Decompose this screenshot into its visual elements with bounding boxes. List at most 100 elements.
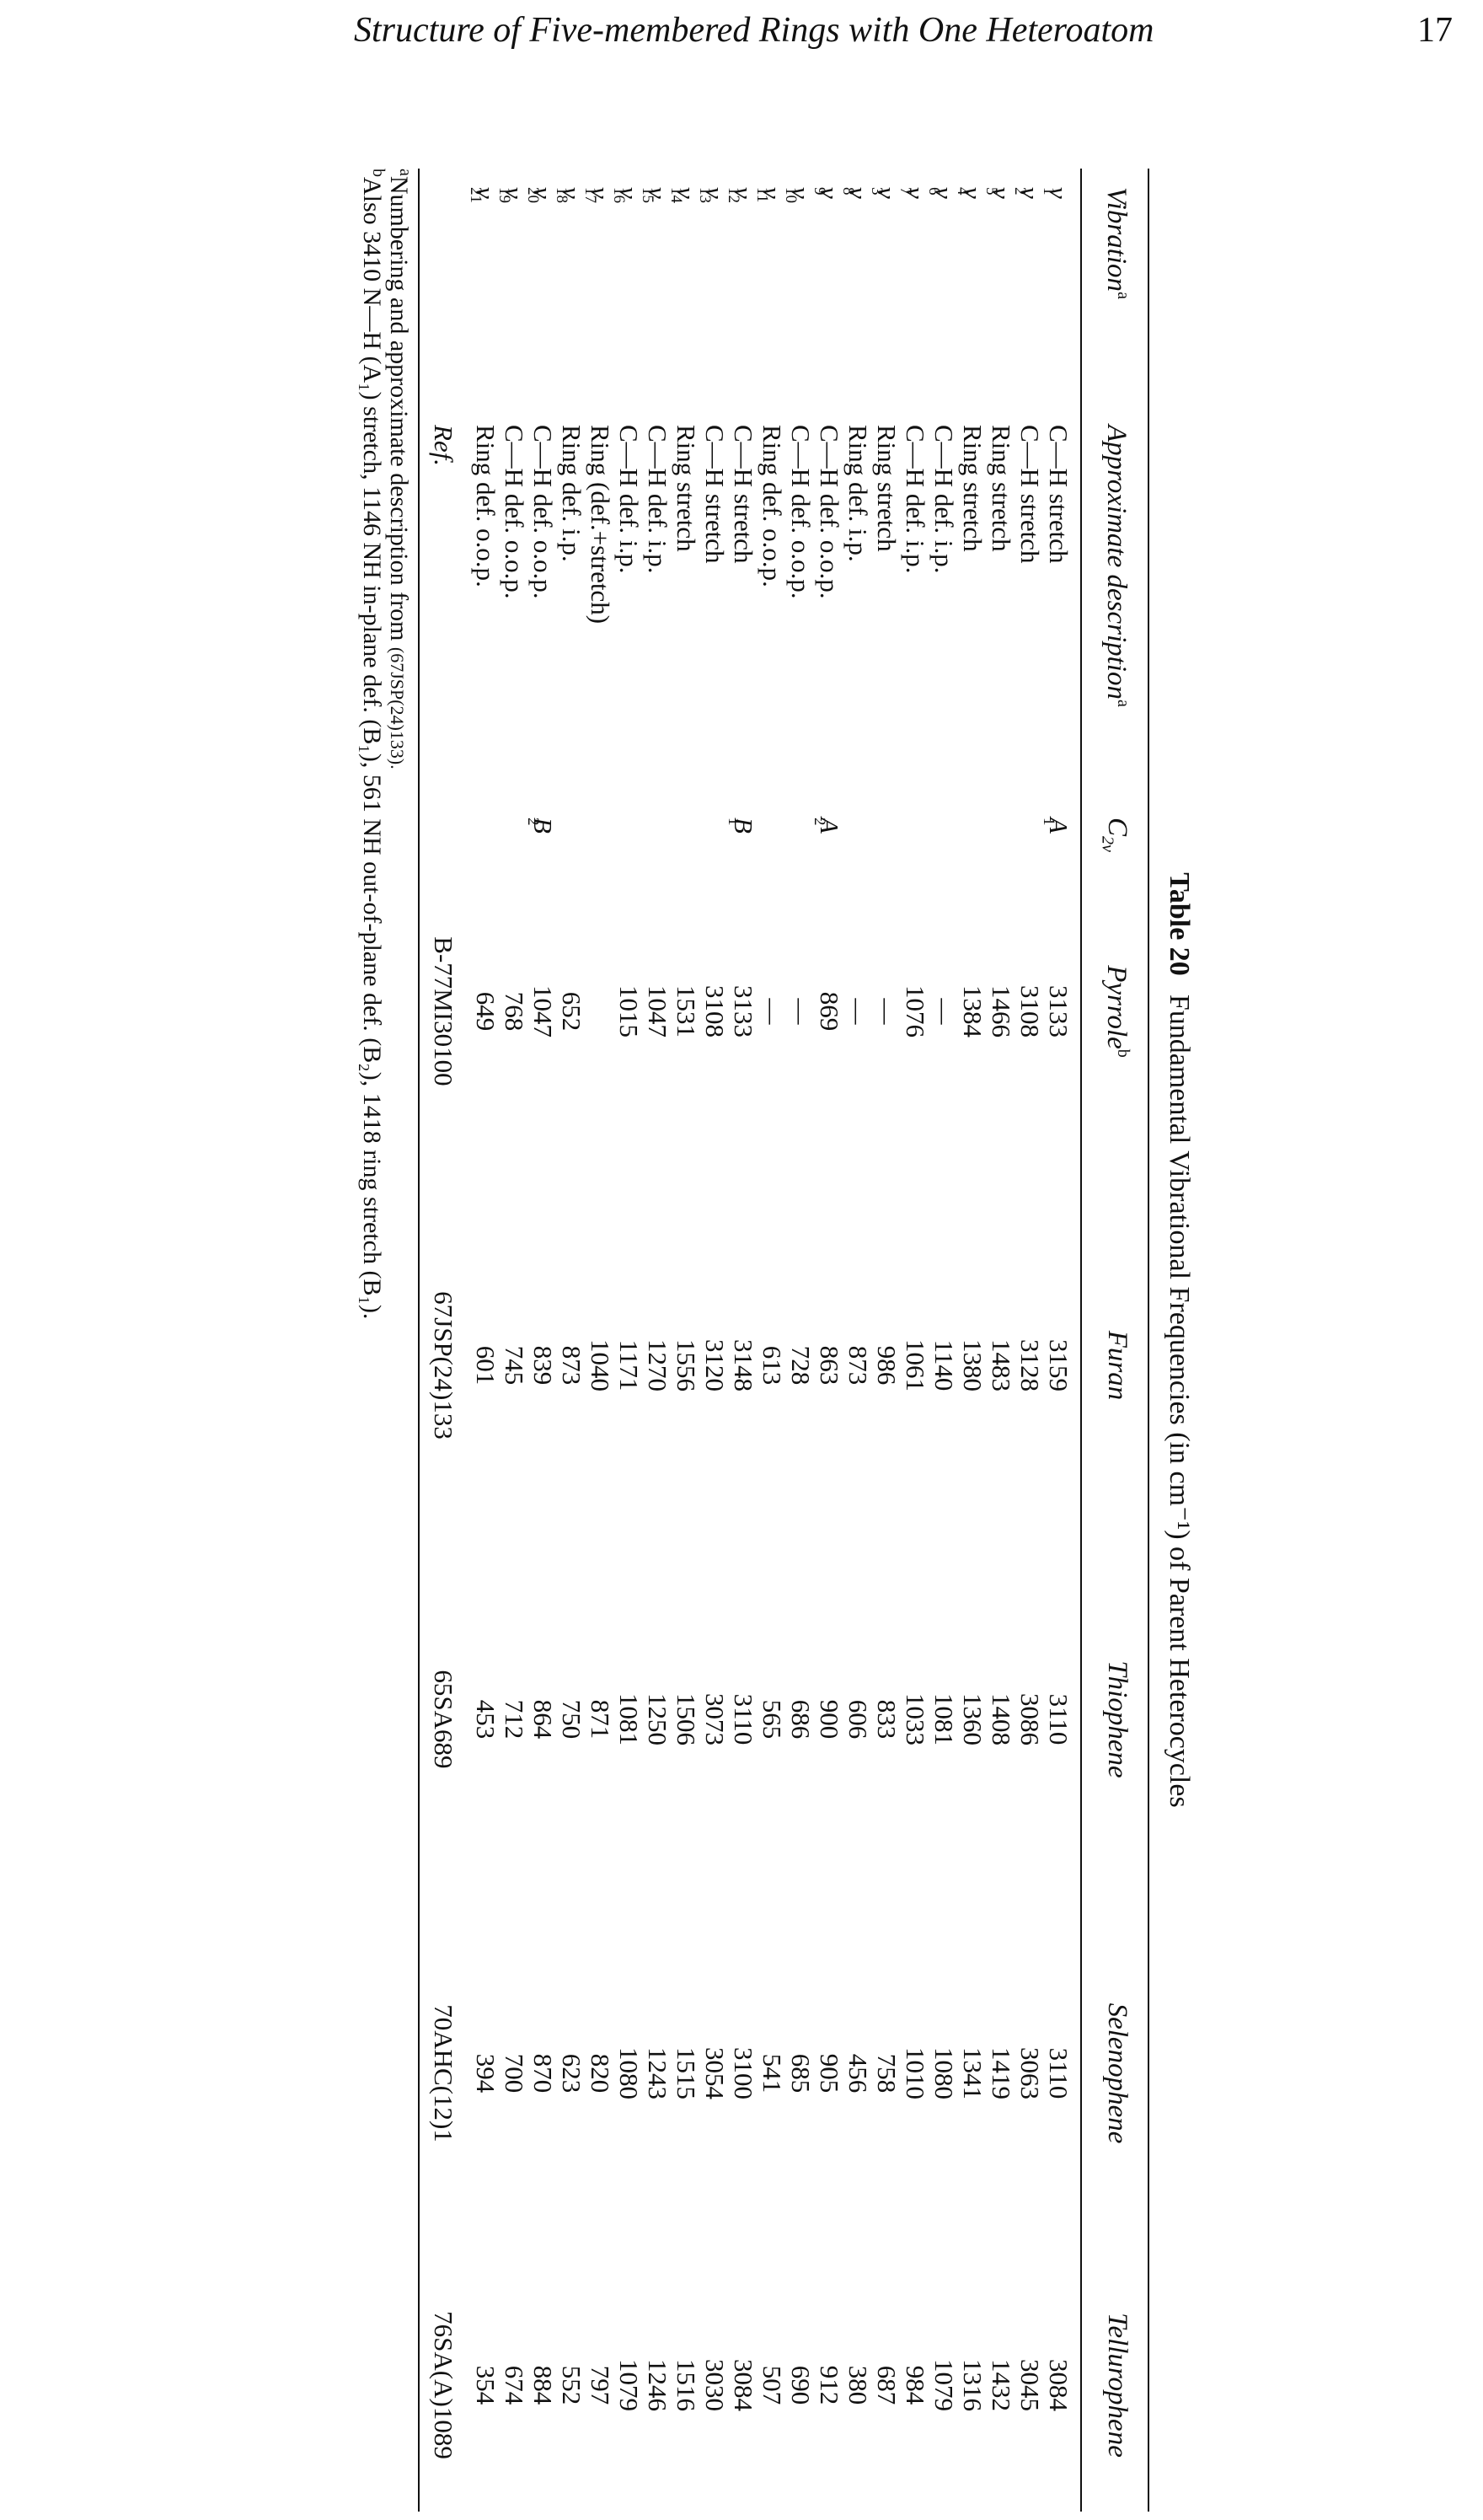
thiophene-cell: 3110 bbox=[729, 1693, 758, 1745]
ref-thiophene: 65SA689 bbox=[429, 1670, 458, 1769]
tellurophene-cell: 1432 bbox=[987, 2359, 1016, 2411]
header-tellurophene: Tellurophene bbox=[1102, 2313, 1132, 2458]
thiophene-cell: 565 bbox=[758, 1699, 787, 1740]
furan-cell: 3148 bbox=[729, 1339, 758, 1391]
description-cell: C—H stretch bbox=[729, 425, 758, 564]
furan-cell: 1483 bbox=[987, 1339, 1016, 1391]
pyrrole-cell: 652 bbox=[557, 991, 586, 1032]
pyrrole-cell: 1076 bbox=[901, 985, 930, 1037]
thiophene-cell: 3073 bbox=[700, 1693, 730, 1745]
tellurophene-cell: 797 bbox=[586, 2365, 615, 2405]
footnote-b: bAlso 3410 N—H (A₁) stretch, 1146 NH in-… bbox=[358, 169, 388, 1320]
page-number: 17 bbox=[1417, 11, 1453, 50]
thiophene-cell: 1081 bbox=[929, 1693, 959, 1745]
description-cell: C—H def. o.o.p. bbox=[500, 425, 529, 599]
furan-cell: 986 bbox=[872, 1345, 902, 1386]
selenophene-cell: 3063 bbox=[1015, 2047, 1045, 2099]
selenophene-cell: 758 bbox=[872, 2053, 902, 2094]
pyrrole-cell: 3133 bbox=[1044, 985, 1073, 1037]
thiophene-cell: 1081 bbox=[614, 1693, 644, 1745]
table-title: Fundamental Vibrational Frequencies (in … bbox=[1164, 994, 1195, 1808]
header-furan: Furan bbox=[1102, 1330, 1132, 1401]
description-cell: C—H def. i.p. bbox=[614, 425, 644, 574]
furan-cell: 613 bbox=[758, 1345, 787, 1386]
pyrrole-cell: — bbox=[929, 998, 959, 1025]
header-vibration: Vibrationa bbox=[1101, 187, 1132, 299]
description-cell: C—H def. i.p. bbox=[643, 425, 672, 574]
table-header-rule bbox=[1080, 169, 1082, 2512]
selenophene-cell: 1341 bbox=[958, 2047, 988, 2099]
furan-cell: 3159 bbox=[1044, 1339, 1073, 1391]
tellurophene-cell: 3084 bbox=[1044, 2359, 1073, 2411]
tellurophene-cell: 984 bbox=[901, 2365, 930, 2405]
table-caption: Table 20Fundamental Vibrational Frequenc… bbox=[1163, 169, 1197, 2512]
furan-cell: 873 bbox=[843, 1345, 873, 1386]
description-cell: C—H def. o.o.p. bbox=[815, 425, 844, 599]
tellurophene-cell: 354 bbox=[471, 2365, 501, 2405]
furan-cell: 1140 bbox=[929, 1339, 959, 1391]
tellurophene-cell: 1516 bbox=[672, 2359, 701, 2411]
thiophene-cell: 864 bbox=[528, 1699, 558, 1740]
furan-cell: 601 bbox=[471, 1345, 501, 1386]
description-cell: C—H def. o.o.p. bbox=[528, 425, 558, 599]
furan-cell: 863 bbox=[815, 1345, 844, 1386]
tellurophene-cell: 3084 bbox=[729, 2359, 758, 2411]
thiophene-cell: 686 bbox=[786, 1699, 816, 1740]
thiophene-cell: 3086 bbox=[1015, 1693, 1045, 1745]
ref-tellurophene: 76SA(A)1089 bbox=[429, 2311, 458, 2459]
selenophene-cell: 1080 bbox=[929, 2047, 959, 2099]
furan-cell: 3128 bbox=[1015, 1339, 1045, 1391]
pyrrole-cell: 1047 bbox=[528, 985, 558, 1037]
pyrrole-cell: 3133 bbox=[729, 985, 758, 1037]
selenophene-cell: 456 bbox=[843, 2053, 873, 2094]
description-cell: Ring stretch bbox=[872, 425, 902, 552]
furan-cell: 728 bbox=[786, 1345, 816, 1386]
description-cell: C—H stretch bbox=[1015, 425, 1045, 564]
tellurophene-cell: 674 bbox=[500, 2365, 529, 2405]
description-cell: C—H stretch bbox=[1044, 425, 1073, 564]
thiophene-cell: 453 bbox=[471, 1699, 501, 1740]
selenophene-cell: 394 bbox=[471, 2053, 501, 2094]
furan-cell: 1556 bbox=[672, 1339, 701, 1391]
ref-furan: 67JSP(24)133 bbox=[429, 1291, 458, 1440]
furan-cell: 3120 bbox=[700, 1339, 730, 1391]
table-top-rule bbox=[1148, 169, 1149, 2512]
furan-cell: 873 bbox=[557, 1345, 586, 1386]
pyrrole-cell: — bbox=[872, 998, 902, 1025]
table-ref-row: Ref. B-77MI30100 67JSP(24)133 65SA689 70… bbox=[428, 169, 458, 2512]
furan-cell: 1270 bbox=[643, 1339, 672, 1391]
running-head: Structure of Five-membered Rings with On… bbox=[354, 11, 1154, 50]
thiophene-cell: 1408 bbox=[987, 1693, 1016, 1745]
tellurophene-cell: 884 bbox=[528, 2365, 558, 2405]
furan-cell: 1040 bbox=[586, 1339, 615, 1391]
selenophene-cell: 700 bbox=[500, 2053, 529, 2094]
furan-cell: 745 bbox=[500, 1345, 529, 1386]
thiophene-cell: 1250 bbox=[643, 1693, 672, 1745]
selenophene-cell: 1419 bbox=[987, 2047, 1016, 2099]
description-cell: C—H def. o.o.p. bbox=[786, 425, 816, 599]
selenophene-cell: 623 bbox=[557, 2053, 586, 2094]
selenophene-cell: 1010 bbox=[901, 2047, 930, 2099]
thiophene-cell: 1360 bbox=[958, 1693, 988, 1745]
furan-cell: 1061 bbox=[901, 1339, 930, 1391]
selenophene-cell: 3110 bbox=[1044, 2047, 1073, 2099]
thiophene-cell: 3110 bbox=[1044, 1693, 1073, 1745]
description-cell: Ring stretch bbox=[672, 425, 701, 552]
tellurophene-cell: 1316 bbox=[958, 2359, 988, 2411]
pyrrole-cell: — bbox=[786, 998, 816, 1025]
header-thiophene: Thiophene bbox=[1102, 1660, 1132, 1778]
thiophene-cell: 833 bbox=[872, 1699, 902, 1740]
